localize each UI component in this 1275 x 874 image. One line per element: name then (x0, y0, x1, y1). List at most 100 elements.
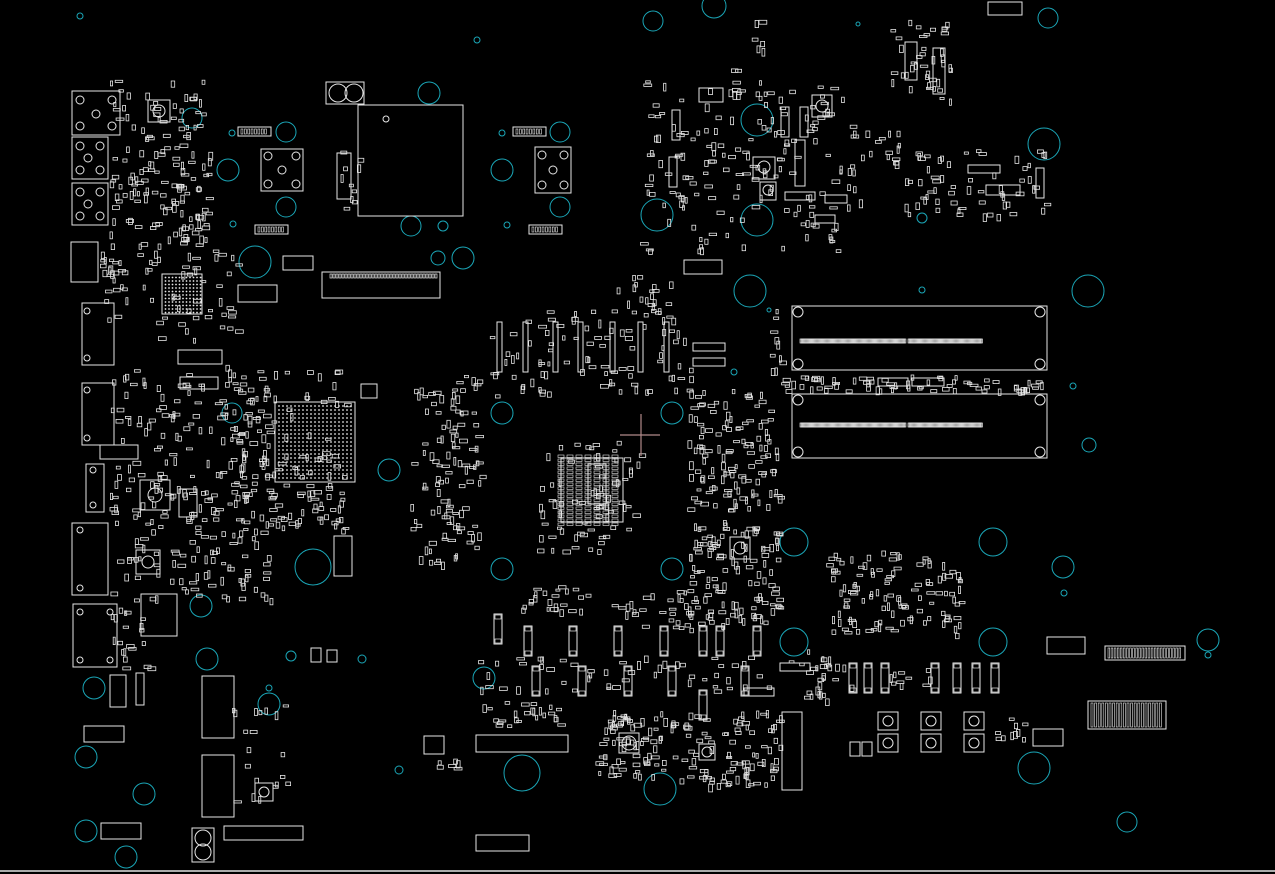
smd-component (1020, 387, 1025, 396)
smd-component (201, 79, 206, 85)
smd-component (249, 730, 258, 735)
smd-component (794, 155, 802, 159)
bga-ball (330, 417, 332, 419)
smd-component (196, 213, 200, 221)
resistor-bank (552, 321, 559, 373)
smd-component (689, 375, 694, 384)
smd-component (587, 357, 591, 363)
smd-component (310, 490, 316, 498)
smd-component (722, 152, 726, 158)
smd-component (122, 666, 132, 671)
smd-component (741, 760, 750, 765)
mounting-hole (660, 401, 684, 425)
smd-component (254, 777, 259, 784)
smd-component (641, 738, 650, 742)
smd-component (546, 453, 551, 462)
cpu-pad (575, 470, 583, 474)
smd-component (231, 254, 235, 262)
smd-component (264, 594, 269, 602)
smd-component (953, 625, 958, 634)
smd-component (643, 757, 648, 764)
smd-component (228, 310, 237, 315)
smd-component (249, 441, 259, 446)
smd-component (687, 679, 692, 688)
smd-component (186, 132, 192, 141)
smd-component (944, 574, 953, 579)
cpu-pad (584, 470, 592, 474)
pad-ring (83, 307, 91, 315)
smd-component (461, 463, 471, 468)
smd-component (730, 116, 734, 126)
cpu-pad (611, 498, 619, 502)
smd-component (694, 192, 700, 197)
smd-component (436, 488, 441, 497)
smd-component (273, 395, 277, 404)
slot-latch (1034, 306, 1046, 318)
smd-component (486, 672, 491, 680)
smd-component (904, 203, 909, 213)
smd-component (756, 435, 762, 442)
smd-component (416, 523, 423, 528)
bga-ball (350, 425, 352, 427)
smd-component (282, 704, 290, 708)
smd-component (908, 86, 913, 94)
smd-component (722, 568, 729, 573)
smd-component (754, 19, 759, 28)
smd-component (603, 737, 610, 741)
bga-ball (310, 473, 312, 475)
bga-ball (314, 425, 316, 427)
smd-component (691, 600, 700, 604)
smd-component (1044, 202, 1052, 207)
connector-outline (282, 255, 314, 271)
smd-component (317, 373, 322, 382)
smd-component (708, 88, 713, 95)
smd-component (684, 603, 689, 610)
smd-component (540, 371, 545, 379)
smd-component (555, 588, 561, 592)
smd-component (741, 721, 750, 726)
smd-component (557, 723, 566, 727)
smd-component (735, 730, 742, 735)
pad-ring (559, 150, 569, 160)
smd-component (679, 778, 685, 785)
bga-ball (298, 469, 300, 471)
smd-component (160, 393, 165, 402)
smd-component (805, 220, 810, 228)
smd-component (731, 388, 736, 395)
smd-component (547, 317, 556, 322)
smd-component (694, 500, 703, 505)
smd-component (183, 234, 189, 243)
smd-component (926, 379, 931, 386)
smd-component (239, 465, 244, 474)
smd-component (937, 157, 942, 164)
smd-component (831, 629, 837, 635)
smd-component (204, 498, 213, 503)
smd-component (901, 603, 908, 609)
smd-component (785, 389, 793, 394)
smd-component (741, 541, 745, 549)
smd-component (525, 319, 532, 324)
smd-component (170, 578, 175, 585)
smd-component (712, 150, 716, 157)
smd-component (694, 714, 702, 719)
smd-component (771, 468, 776, 477)
smd-component (688, 674, 696, 679)
mounting-hole (1071, 274, 1105, 308)
bga-ball (278, 421, 280, 423)
smd-component (891, 79, 895, 88)
smd-component (467, 531, 474, 535)
smd-component (343, 206, 351, 211)
cpu-pad (575, 458, 583, 462)
smd-component (608, 773, 618, 778)
bga-ball (298, 457, 300, 459)
smd-component (896, 595, 902, 602)
smd-component (262, 413, 272, 419)
smd-component (767, 439, 772, 445)
mounting-hole (82, 676, 106, 700)
cpu-pad (593, 498, 601, 502)
pin-pad (660, 626, 668, 632)
smd-component (237, 537, 243, 544)
smd-component (164, 459, 168, 466)
connector-pin (347, 273, 351, 279)
